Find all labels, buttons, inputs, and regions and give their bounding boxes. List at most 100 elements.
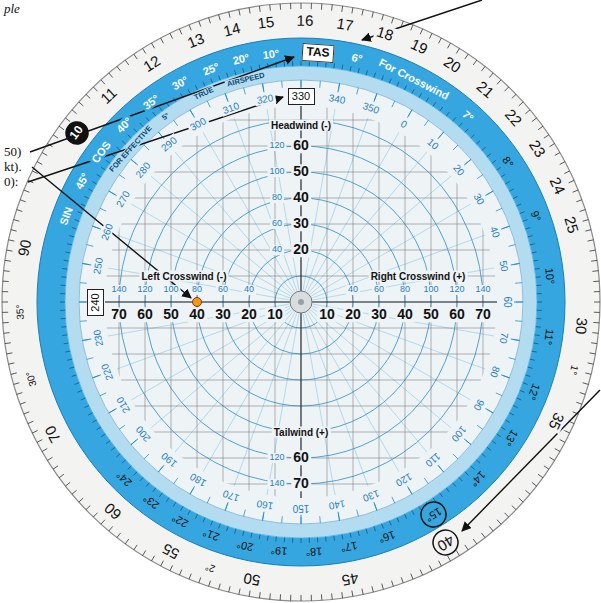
scale-tick	[14, 220, 20, 222]
scale-tick	[116, 454, 120, 457]
scale-tick	[501, 427, 505, 430]
scale-tick	[2, 312, 8, 313]
scale-tick	[412, 89, 414, 93]
scale-tick	[53, 466, 58, 469]
scale-tick	[79, 498, 83, 502]
speed-small: 140	[473, 285, 492, 295]
scale-tick	[173, 502, 176, 506]
scale-tick	[533, 342, 538, 344]
scale-tick	[536, 285, 541, 286]
scale-tick	[275, 537, 277, 542]
scale-tick	[14, 383, 20, 385]
scale-number: 55	[158, 539, 184, 563]
scale-tick	[249, 8, 250, 14]
scale-tick	[60, 302, 65, 303]
compass-tick	[357, 510, 359, 517]
compass-tick	[357, 88, 359, 95]
leader-lines	[28, 0, 600, 531]
scale-tick	[2, 302, 8, 303]
callout-text: 0):	[2, 175, 20, 189]
scale-tick	[555, 449, 560, 452]
scale-tick	[92, 420, 96, 423]
scale-tick	[65, 252, 70, 253]
scale-tick	[429, 33, 432, 38]
scale-tick	[352, 8, 353, 14]
scale-tick	[473, 60, 477, 65]
scale-tick	[195, 85, 197, 89]
speed-small: 100	[161, 285, 180, 295]
scale-number: 21	[472, 77, 498, 103]
compass-tick	[87, 245, 94, 247]
scale-tick	[143, 550, 146, 555]
compass-number: 180	[186, 470, 209, 490]
scale-tick	[520, 390, 525, 392]
leader-arrow	[462, 390, 600, 531]
compass-number: 230	[91, 327, 105, 349]
compass-number: 220	[99, 361, 116, 384]
scale-tick	[159, 493, 162, 497]
index-mark: 10	[60, 116, 94, 150]
scale-tick	[243, 531, 244, 536]
compass-tick	[131, 159, 138, 165]
scale-tick	[481, 66, 485, 71]
compass-tick	[144, 454, 149, 459]
compass-tick	[174, 120, 178, 126]
leader-arrow	[28, 97, 283, 182]
scale-tick	[525, 375, 530, 377]
scale-tick	[125, 60, 129, 65]
compass-tick	[509, 358, 516, 360]
crosswind-angle: 17°	[337, 540, 360, 556]
scale-tick	[593, 322, 599, 323]
scale-tick	[92, 182, 96, 185]
scale-tick	[229, 586, 230, 592]
scale-tick	[317, 537, 318, 542]
scale-tick	[84, 405, 88, 407]
scale-tick	[47, 457, 52, 460]
compass-number: 110	[422, 449, 444, 470]
scale-tick	[209, 18, 211, 24]
scale-tick	[134, 129, 137, 133]
scale-tick	[280, 4, 281, 10]
compass-tick	[319, 81, 321, 88]
speed-number: 30	[369, 307, 389, 322]
crosswind-angle: 10°	[543, 265, 557, 287]
scale-tick	[392, 581, 394, 587]
speed-number: 10	[265, 307, 285, 322]
compass-number: 100	[448, 423, 470, 446]
speed-number: 40	[187, 307, 207, 322]
scale-tick	[358, 68, 359, 73]
compass-number: 160	[254, 498, 276, 512]
speed-small: 40	[242, 285, 256, 295]
scale-tick	[146, 117, 149, 121]
scale-tick	[476, 141, 480, 144]
scale-tick	[533, 260, 538, 262]
scale-tick	[536, 276, 541, 278]
scale-tick	[317, 62, 318, 67]
speed-number: 60	[291, 138, 311, 153]
scale-tick	[290, 595, 291, 601]
scale-tick	[152, 556, 155, 561]
speed-small: 60	[216, 285, 230, 295]
scale-tick	[292, 538, 293, 543]
compass-number: 120	[392, 470, 415, 490]
compass-tick	[225, 93, 228, 101]
scale-tick	[576, 402, 582, 404]
speed-number: 50	[291, 164, 311, 179]
scale-tick	[301, 61, 302, 66]
angle-mark: 40°	[113, 114, 136, 137]
speed-number: 40	[395, 307, 415, 322]
scale-number: 23	[524, 136, 549, 162]
scale-tick	[134, 545, 137, 550]
degree-mark: 30°	[23, 369, 39, 390]
scale-tick	[341, 65, 343, 70]
compass-tick	[119, 425, 125, 429]
compass-tick	[158, 465, 164, 472]
scale-tick	[523, 383, 528, 385]
scale-tick	[93, 513, 97, 517]
scale-tick	[72, 110, 77, 114]
scale-tick	[153, 112, 156, 116]
scale-tick	[199, 577, 201, 583]
scale-tick	[37, 162, 42, 165]
scale-tick	[65, 118, 70, 122]
